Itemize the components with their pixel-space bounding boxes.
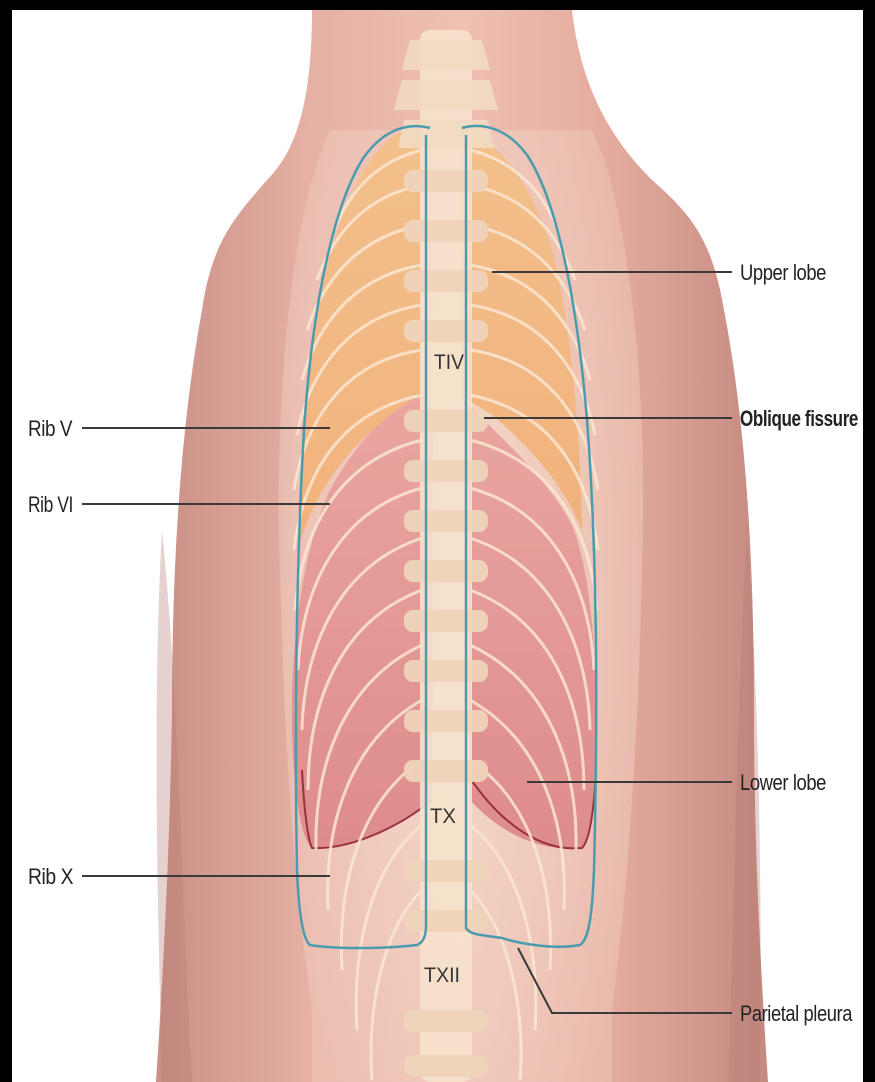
vertebra-label-tx: TX	[430, 805, 456, 828]
label-oblique-fissure: Oblique fissure	[740, 406, 858, 431]
label-rib-x: Rib X	[28, 864, 74, 889]
label-rib-v: Rib V	[28, 416, 73, 441]
label-parietal-pleura: Parietal pleura	[740, 1001, 853, 1026]
diagram-canvas: TIV TX TXII Rib V Rib VI Rib X Upper lob…	[12, 10, 863, 1082]
vertebra-label-txii: TXII	[424, 964, 460, 987]
label-rib-vi: Rib VI	[28, 492, 73, 517]
label-lower-lobe: Lower lobe	[740, 770, 826, 795]
vertebra-label-tiv: TIV	[434, 351, 464, 374]
label-upper-lobe: Upper lobe	[740, 260, 826, 285]
anatomy-illustration: TIV TX TXII Rib V Rib VI Rib X Upper lob…	[12, 10, 863, 1082]
